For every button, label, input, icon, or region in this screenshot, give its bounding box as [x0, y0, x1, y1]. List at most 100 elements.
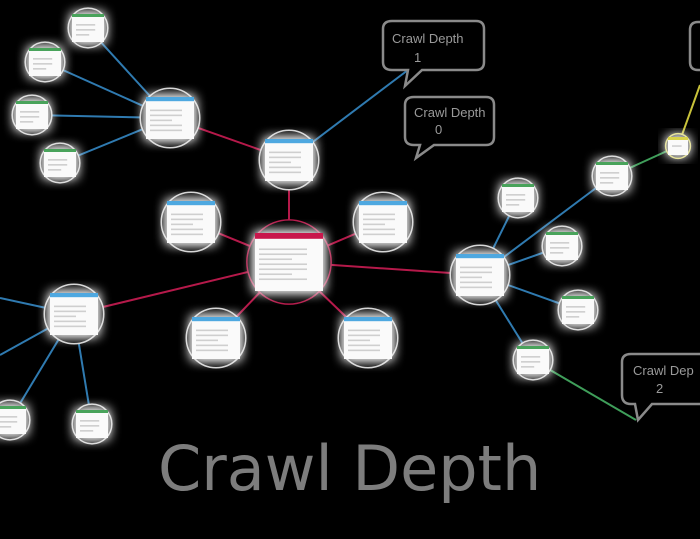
text-line-placeholder [566, 306, 586, 308]
node-depth2-g-header-bar [502, 184, 534, 187]
node-depth2-b [24, 41, 66, 83]
text-line-placeholder [33, 68, 47, 70]
text-line-placeholder [259, 258, 292, 261]
text-line-placeholder [363, 228, 395, 231]
webpage-thumbnail-icon [44, 149, 76, 177]
page-nodes [0, 7, 692, 445]
diagram-title: Crawl Depth [158, 432, 541, 505]
callout-depth-1: Crawl Depth 1 [381, 19, 486, 90]
text-line-placeholder [0, 421, 18, 423]
callout-depth-0: Crawl Depth 0 [403, 95, 496, 162]
text-line-placeholder [506, 199, 526, 201]
webpage-thumbnail-icon [16, 101, 48, 129]
text-line-placeholder [33, 58, 53, 60]
text-line-placeholder [550, 242, 570, 244]
text-line-placeholder [672, 145, 682, 147]
node-depth2-hub [139, 87, 201, 149]
text-line-placeholder [150, 119, 172, 122]
root-page-node [246, 219, 332, 305]
text-line-placeholder [363, 223, 385, 226]
node-depth2-i-header-bar [562, 296, 594, 299]
node-depth2-j-header-bar [517, 346, 549, 349]
callout-depth-0-label: Crawl Depth [414, 105, 486, 120]
callout-partial-edge [688, 20, 700, 72]
node-depth2-e-header-bar [0, 406, 26, 409]
text-line-placeholder [54, 315, 76, 318]
text-line-placeholder [150, 124, 182, 127]
text-line-placeholder [0, 426, 12, 428]
text-line-placeholder [600, 182, 614, 184]
webpage-thumbnail-icon [167, 201, 215, 243]
text-line-placeholder [150, 109, 182, 112]
webpage-thumbnail-icon [596, 162, 628, 190]
text-line-placeholder [550, 247, 570, 249]
node-depth1-lowerleft-header-bar [192, 317, 240, 322]
text-line-placeholder [20, 111, 40, 113]
webpage-thumbnail-icon [0, 406, 26, 434]
text-line-placeholder [460, 266, 492, 269]
webpage-thumbnail-icon [72, 14, 104, 42]
text-line-placeholder [150, 114, 182, 117]
text-line-placeholder [460, 271, 492, 274]
text-line-placeholder [363, 218, 395, 221]
webpage-thumbnail-icon [255, 233, 323, 291]
text-line-placeholder [259, 263, 307, 266]
text-line-placeholder [460, 281, 492, 284]
webpage-thumbnail-icon [29, 48, 61, 76]
text-line-placeholder [259, 278, 307, 281]
text-line-placeholder [150, 129, 182, 132]
node-depth2-a [67, 7, 109, 49]
text-line-placeholder [269, 171, 301, 174]
text-line-placeholder [506, 194, 526, 196]
text-line-placeholder [460, 276, 482, 279]
node-depth1-right [449, 244, 511, 306]
node-depth2-j [512, 339, 554, 381]
node-depth2-d [39, 142, 81, 184]
text-line-placeholder [54, 325, 86, 328]
text-line-placeholder [20, 116, 40, 118]
text-line-placeholder [80, 425, 100, 427]
node-depth1-upperleft-header-bar [167, 201, 215, 206]
text-line-placeholder [550, 252, 564, 254]
node-depth1-top-header-bar [265, 139, 313, 144]
node-depth3-a [591, 155, 633, 197]
node-depth1-left [43, 283, 105, 345]
node-depth1-top [258, 129, 320, 191]
webpage-thumbnail-icon [344, 317, 392, 359]
text-line-placeholder [171, 223, 193, 226]
text-line-placeholder [54, 320, 86, 323]
text-line-placeholder [54, 305, 86, 308]
text-line-placeholder [171, 218, 203, 221]
callout-depth-2-value: 2 [656, 381, 663, 396]
node-depth2-i [557, 289, 599, 331]
text-line-placeholder [196, 344, 228, 347]
node-depth2-g [497, 177, 539, 219]
node-depth1-right-header-bar [456, 254, 504, 259]
text-line-placeholder [196, 349, 228, 352]
text-line-placeholder [506, 204, 520, 206]
text-line-placeholder [171, 228, 203, 231]
text-line-placeholder [348, 349, 380, 352]
text-line-placeholder [259, 248, 307, 251]
webpage-thumbnail-icon [546, 232, 578, 260]
node-depth1-upperleft [160, 191, 222, 253]
text-line-placeholder [269, 151, 301, 154]
node-depth1-lowerleft [185, 307, 247, 369]
node-depth1-upperright [352, 191, 414, 253]
text-line-placeholder [363, 233, 395, 236]
text-line-placeholder [171, 213, 203, 216]
text-line-placeholder [0, 416, 18, 418]
node-depth2-hub-header-bar [146, 97, 194, 102]
webpage-thumbnail-icon [146, 97, 194, 139]
text-line-placeholder [348, 339, 370, 342]
text-line-placeholder [259, 268, 307, 271]
text-line-placeholder [20, 121, 34, 123]
text-line-placeholder [521, 361, 541, 363]
links [0, 27, 700, 425]
text-line-placeholder [600, 172, 620, 174]
text-line-placeholder [33, 63, 53, 65]
text-line-placeholder [566, 311, 586, 313]
callout-depth-1-label: Crawl Depth [392, 31, 464, 46]
text-line-placeholder [348, 334, 380, 337]
